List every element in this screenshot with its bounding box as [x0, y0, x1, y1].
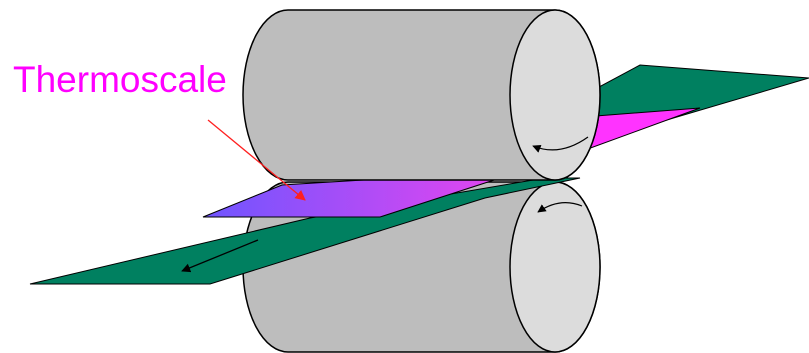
- upper-roller-end: [509, 9, 601, 181]
- curved-arrow-icon: [537, 202, 583, 213]
- curved-arrow-icon: [532, 136, 589, 153]
- metal-strip: [29, 177, 581, 285]
- label-pointer-arrow: [207, 119, 306, 201]
- upper-roller: [242, 9, 601, 181]
- thermoscale-label: Thermoscale: [13, 59, 227, 100]
- straight-arrow-icon: [181, 239, 259, 273]
- lower-roller-end: [509, 181, 601, 353]
